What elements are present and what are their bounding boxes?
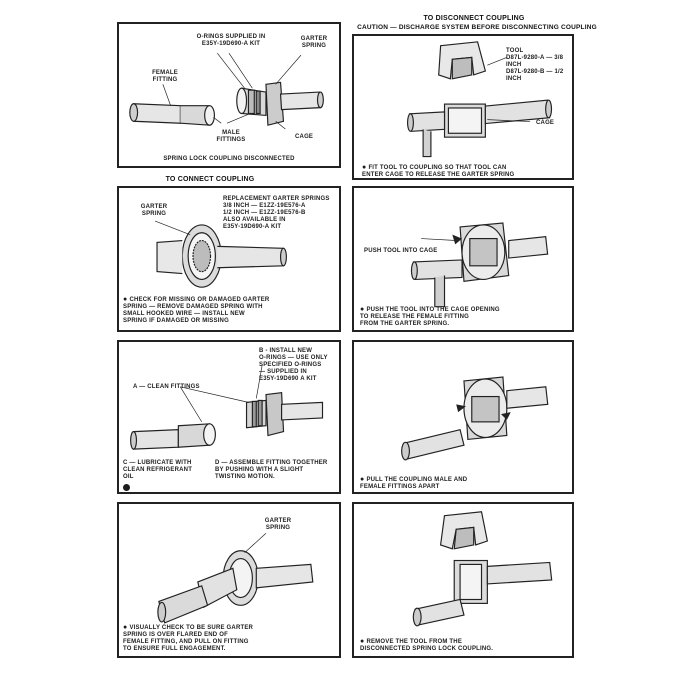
check-garter-illustration: [154, 220, 287, 288]
cage-label-2: CAGE: [536, 120, 555, 126]
male-fittings-label: MALE FITTINGS: [216, 130, 246, 143]
install-orings-label: B - INSTALL NEW O-RINGS — USE ONLY SPECI…: [259, 348, 328, 382]
coupling-disconnected-illustration: [129, 52, 324, 130]
push-tool-illustration: [410, 222, 549, 308]
fit-tool-illustration: [406, 41, 553, 158]
panel-push-tool: PUSH TOOL INTO CAGE PUSH THE TOOL INTO T…: [352, 186, 574, 332]
lubricate-label: C — LUBRICATE WITH CLEAN REFRIGERANT OIL: [123, 460, 193, 480]
panel-check-garter: GARTER SPRING REPLACEMENT GARTER SPRINGS…: [117, 186, 341, 332]
panel7-caption: VISUALLY CHECK TO BE SURE GARTER SPRING …: [123, 624, 337, 653]
visual-check-illustration: [157, 532, 314, 624]
panel-assemble-steps: B - INSTALL NEW O-RINGS — USE ONLY SPECI…: [117, 340, 341, 494]
tool-label: TOOL D87L-9280-A — 3/8 INCH D87L-9280-B …: [506, 48, 564, 82]
panel2-caption: FIT TOOL TO COUPLING SO THAT TOOL CAN EN…: [362, 164, 572, 178]
assemble-illustration: [130, 365, 324, 450]
garter-spring-label-7: GARTER SPRING: [264, 518, 292, 531]
disconnect-caution: CAUTION — DISCHARGE SYSTEM BEFORE DISCON…: [357, 24, 597, 31]
female-fitting-label: FEMALE FITTING: [152, 70, 178, 83]
orings-label: O-RINGS SUPPLIED IN E35Y-19D690-A KIT: [196, 34, 266, 47]
push-tool-label: PUSH TOOL INTO CAGE: [364, 248, 438, 254]
panel3-caption: CHECK FOR MISSING OR DAMAGED GARTER SPRI…: [123, 296, 337, 325]
pull-apart-illustration: [401, 376, 549, 461]
garter-spring-label-3: GARTER SPRING: [140, 204, 168, 217]
panel4-caption: PUSH THE TOOL INTO THE CAGE OPENING TO R…: [360, 306, 570, 328]
cage-label: CAGE: [295, 134, 314, 140]
panel-pull-apart: PULL THE COUPLING MALE AND FEMALE FITTIN…: [352, 340, 574, 494]
disconnect-title: TO DISCONNECT COUPLING: [423, 15, 525, 22]
connect-title: TO CONNECT COUPLING: [165, 176, 255, 183]
assemble-label: D — ASSEMBLE FITTING TOGETHER BY PUSHING…: [215, 460, 328, 480]
remove-tool-illustration: [412, 511, 553, 627]
clean-fittings-label: A — CLEAN FITTINGS: [133, 384, 200, 390]
panel-visual-check: GARTER SPRING VISUALLY CHECK TO BE SURE …: [117, 502, 341, 658]
replacement-springs-label: REPLACEMENT GARTER SPRINGS 3/8 INCH — E1…: [223, 196, 330, 230]
step-bullet: [123, 484, 130, 491]
panel6-caption: PULL THE COUPLING MALE AND FEMALE FITTIN…: [360, 476, 570, 491]
garter-spring-label: GARTER SPRING: [300, 36, 328, 49]
panel8-caption: REMOVE THE TOOL FROM THE DISCONNECTED SP…: [360, 638, 570, 653]
panel-fit-tool: TOOL D87L-9280-A — 3/8 INCH D87L-9280-B …: [352, 34, 574, 180]
panel-remove-tool: REMOVE THE TOOL FROM THE DISCONNECTED SP…: [352, 502, 574, 658]
panel-coupling-disconnected: O-RINGS SUPPLIED IN E35Y-19D690-A KIT GA…: [117, 22, 341, 168]
panel1-caption: SPRING LOCK COUPLING DISCONNECTED: [163, 156, 295, 162]
